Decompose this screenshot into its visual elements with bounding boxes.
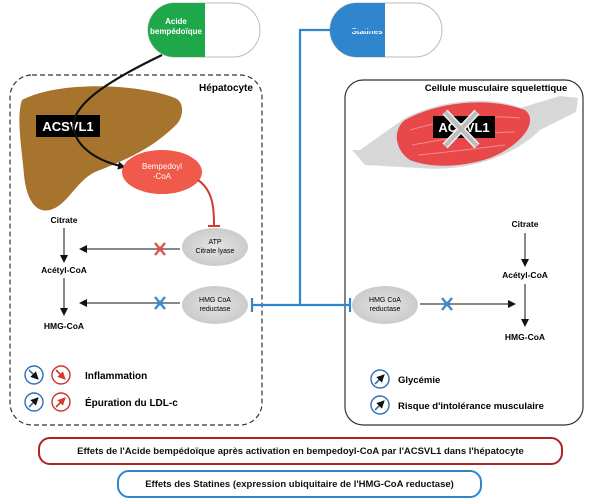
hep-hmg-coa: HMG-CoA (44, 321, 84, 331)
muscle-title: Cellule musculaire squelettique (425, 83, 568, 94)
legend-bempedoic-acid: Effets de l'Acide bempédoïque après acti… (38, 437, 563, 465)
mus-effect-row-1: Glycémie (370, 369, 440, 389)
hep-acetyl-coa: Acétyl-CoA (41, 265, 87, 275)
legend-statins-text: Effets des Statines (expression ubiquita… (145, 478, 454, 490)
mus-hmg-blocked-cross-icon (441, 297, 453, 311)
hep-effect-inflammation: Inflammation (85, 371, 147, 382)
statins-pill-label: Statines (351, 27, 383, 36)
bempedoyl-inhibits-acl-line (197, 179, 215, 226)
bempedoic-acid-pill-icon (147, 2, 261, 58)
hep-effect-row-2: Épuration du LDL-c (24, 392, 178, 412)
mus-citrate: Citrate (512, 219, 539, 229)
bempedoic-to-acsvl1-arrow (72, 54, 163, 170)
bempedoyl-coa-label: Bempedoyl-CoA (142, 162, 182, 181)
mus-acetyl-coa: Acétyl-CoA (502, 270, 548, 280)
hep-hmg-reductase-node (182, 286, 248, 324)
mus-effect-muscle-intolerance: Risque d'intolérance musculaire (398, 401, 544, 412)
hep-citrate: Citrate (51, 215, 78, 225)
acl-blocked-cross-icon (154, 242, 166, 256)
muscle-cell (344, 79, 584, 426)
acsvl1-label-box (36, 115, 100, 137)
muscle-acsvl1-absent-cross-icon (442, 109, 480, 149)
mus-effect-row-2: Risque d'intolérance musculaire (370, 395, 544, 415)
legend-statins: Effets des Statines (expression ubiquita… (117, 470, 482, 498)
statins-inhibition-line (252, 28, 385, 307)
hep-effect-row-1: Inflammation (24, 365, 147, 385)
bempedoyl-coa-node (122, 150, 202, 194)
mus-hmg-reductase-node (352, 286, 418, 324)
hepatocyte-title: Hépatocyte (199, 83, 253, 94)
hep-hmg-blocked-cross-icon (154, 296, 166, 310)
acsvl1-label: ACSVL1 (42, 119, 93, 134)
hep-effect-ldl-clearance: Épuration du LDL-c (85, 396, 178, 409)
mus-effect-glycemia: Glycémie (398, 375, 440, 386)
mus-hmg-coa: HMG-CoA (505, 332, 545, 342)
hepatocyte-cell (9, 74, 263, 426)
atp-citrate-lyase-node (182, 228, 248, 266)
legend-bempedoic-text: Effets de l'Acide bempédoïque après acti… (77, 445, 524, 457)
